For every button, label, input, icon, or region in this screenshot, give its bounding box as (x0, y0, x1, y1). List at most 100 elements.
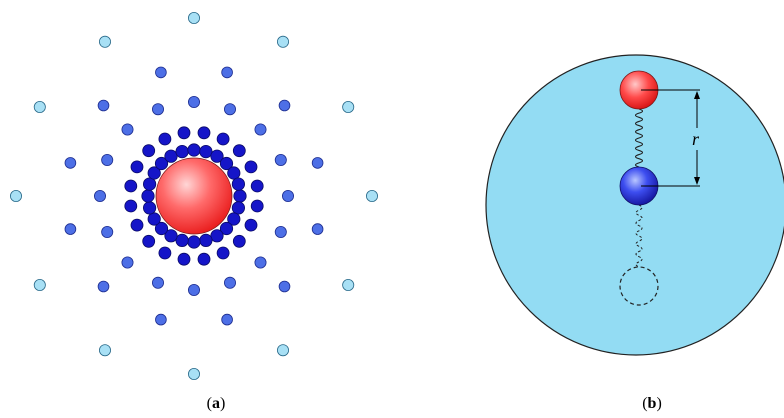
ghost-particle (619, 266, 659, 306)
outer-mid-particle (311, 157, 324, 169)
outer-mid-particle (64, 223, 77, 235)
cell-boundary (485, 54, 784, 356)
middle-shell-particle (151, 276, 164, 289)
first-shell-particle (141, 189, 155, 203)
first-shell-particles (141, 143, 247, 249)
outer-mid-particle (97, 280, 110, 293)
caption-a: (a) (206, 395, 226, 412)
first-shell-particle (175, 145, 189, 159)
outer-mid-particle (221, 66, 233, 79)
inner-shell-particle (124, 179, 138, 193)
middle-shell-particle (223, 103, 236, 116)
spring-solid (634, 108, 644, 168)
first-shell-particle (175, 233, 189, 247)
outer-shell-particle (33, 278, 46, 291)
middle-shell-particle (151, 103, 164, 116)
middle-shell-particle (254, 256, 267, 269)
inner-shell-particle (232, 234, 246, 248)
inner-shell-particle (177, 252, 191, 266)
arrowhead-up (694, 91, 700, 99)
first-shell-particle (199, 233, 213, 247)
first-shell-particle (199, 145, 213, 159)
caption-b: (b) (642, 395, 662, 412)
outer-shell-particle (342, 278, 355, 291)
middle-shell-particle (187, 96, 200, 109)
inner-shell-particle (250, 179, 264, 193)
outer-shell-particle (342, 101, 355, 114)
outer-mid-particle (155, 66, 167, 79)
inner-shell-particle (244, 160, 258, 174)
outer-shell-particle (9, 189, 22, 202)
first-shell-particle (210, 229, 224, 243)
first-shell-particle (227, 212, 241, 226)
first-shell-particle (210, 149, 224, 163)
outer-shell-particle (187, 367, 200, 380)
middle-shell-particle (254, 123, 267, 136)
inner-shell-particle (232, 144, 246, 158)
inner-shell-particle (130, 160, 144, 174)
inner-shell-particles (124, 126, 264, 266)
inner-shell-particle (177, 126, 191, 140)
outer-shell-particle (276, 344, 289, 357)
middle-shell-particle (121, 256, 134, 269)
outer-shell-particle (365, 189, 378, 202)
panel-a-solvation-shells (9, 11, 378, 380)
arrowhead-down (694, 177, 700, 185)
distance-label: r (692, 129, 700, 149)
outer-mid-particle (155, 313, 167, 326)
inner-shell-particle (142, 234, 156, 248)
outer-shell-particle (99, 35, 112, 48)
first-shell-particle (154, 221, 169, 236)
outer-mid-particle (278, 280, 291, 293)
middle-shell-particle (274, 153, 287, 166)
middle-shell-particle (94, 189, 107, 202)
inner-shell-particle (142, 144, 156, 158)
first-shell-particle (187, 143, 201, 157)
inner-shell-particle (250, 199, 264, 213)
outer-mid-particle (311, 223, 324, 235)
inner-shell-particle (197, 252, 211, 266)
outer-shell-light-particles (9, 11, 378, 380)
first-shell-particle (227, 166, 241, 180)
middle-shell-particles (94, 96, 294, 296)
spring-dashed (635, 204, 643, 268)
inner-shell-particle (124, 199, 138, 213)
inner-shell-particle (130, 218, 144, 232)
first-shell-particle (231, 201, 245, 215)
first-shell-particle (143, 177, 157, 191)
outer-shell-particle (99, 344, 112, 357)
first-shell-particle (219, 221, 234, 236)
outer-shell-particle (276, 35, 289, 48)
inner-shell-particle (244, 218, 258, 232)
first-shell-particle (147, 212, 161, 226)
inner-shell-particle (197, 126, 211, 140)
first-shell-particle (143, 201, 157, 215)
outer-mid-particle (221, 313, 233, 326)
outer-mid-particle (97, 99, 110, 112)
central-ion (155, 157, 233, 235)
inner-shell-particle (158, 246, 172, 260)
middle-shell-particle (101, 225, 114, 238)
middle-shell-particle (281, 189, 294, 202)
first-shell-particle (233, 189, 247, 203)
first-shell-particle (231, 177, 245, 191)
inner-shell-particle (158, 132, 172, 146)
first-shell-particle (154, 156, 169, 171)
middle-shell-particle (223, 276, 236, 289)
middle-shell-particle (121, 123, 134, 136)
outer-mid-particle (64, 157, 77, 169)
outer-shell-particle (33, 101, 46, 114)
first-shell-particle (164, 149, 178, 163)
inner-shell-particle (216, 132, 230, 146)
first-shell-particle (187, 235, 201, 249)
outer-shell-particle (187, 11, 200, 24)
first-shell-particle (164, 229, 178, 243)
middle-shell-particle (187, 283, 200, 296)
middle-shell-particle (274, 225, 287, 238)
panel-b-ion-pair: r (485, 54, 784, 356)
inner-shell-particle (216, 246, 230, 260)
middle-shell-particle (101, 153, 114, 166)
first-shell-particle (147, 166, 161, 180)
outer-mid-particle (278, 99, 291, 112)
